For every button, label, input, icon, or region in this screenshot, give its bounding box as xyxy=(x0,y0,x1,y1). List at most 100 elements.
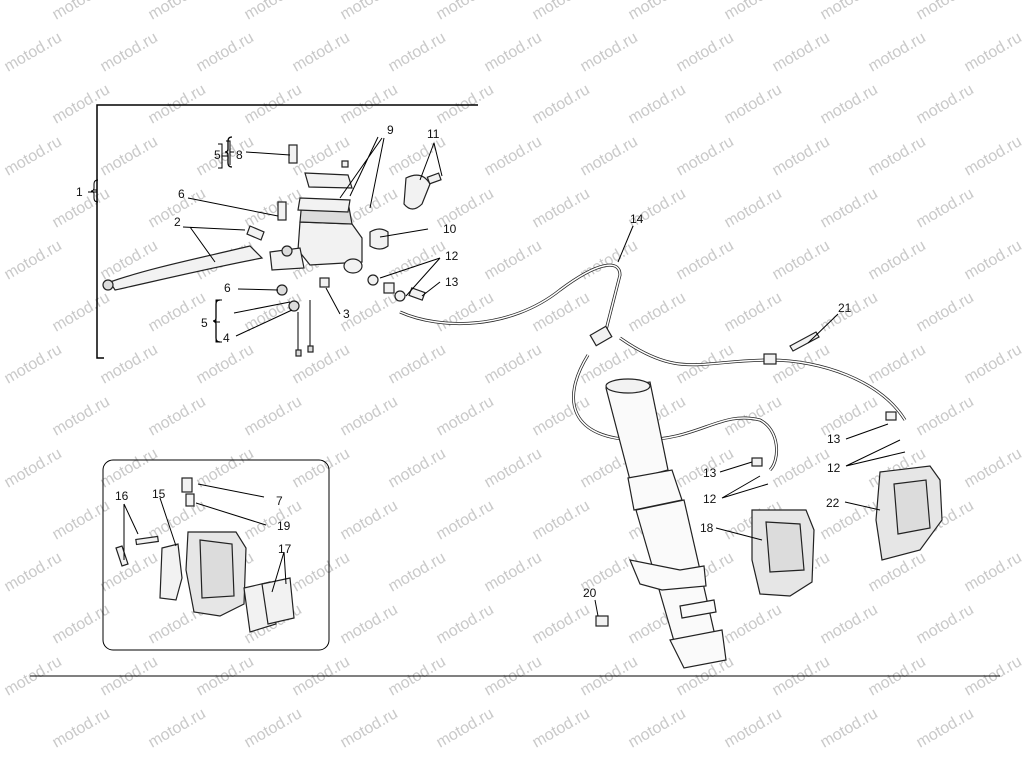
watermark-text: motod.ru xyxy=(242,393,305,439)
callout-1: 1 xyxy=(76,185,83,199)
watermark-text: motod.ru xyxy=(98,29,161,75)
watermark-text: motod.ru xyxy=(386,445,449,491)
watermark-text: motod.ru xyxy=(578,29,641,75)
watermark-text: motod.ru xyxy=(146,393,209,439)
watermark-text: motod.ru xyxy=(338,601,401,647)
callout-21: 21 xyxy=(838,301,852,315)
watermark-text: motod.ru xyxy=(578,133,641,179)
watermark-text: motod.ru xyxy=(530,185,593,231)
watermark-text: motod.ru xyxy=(146,705,209,751)
watermark-text: motod.ru xyxy=(626,81,689,127)
watermark-text: motod.ru xyxy=(722,601,785,647)
watermark-text: motod.ru xyxy=(722,0,785,23)
watermark-text: motod.ru xyxy=(2,445,65,491)
watermark-text: motod.ru xyxy=(818,81,881,127)
watermark-text: motod.ru xyxy=(962,445,1024,491)
watermark-text: motod.ru xyxy=(866,29,929,75)
watermark-text: motod.ru xyxy=(98,445,161,491)
watermark-text: motod.ru xyxy=(530,393,593,439)
watermark-text: motod.ru xyxy=(914,393,977,439)
watermark-text: motod.ru xyxy=(866,133,929,179)
watermark-text: motod.ru xyxy=(530,497,593,543)
watermark-text: motod.ru xyxy=(962,29,1024,75)
callout-9: 9 xyxy=(387,123,394,137)
watermark-text: motod.ru xyxy=(482,237,545,283)
watermark-text: motod.ru xyxy=(866,237,929,283)
watermark-text: motod.ru xyxy=(530,0,593,23)
watermark-text: motod.ru xyxy=(722,289,785,335)
watermark-text: motod.ru xyxy=(962,133,1024,179)
watermark-text: motod.ru xyxy=(50,393,113,439)
brake-caliper-left xyxy=(752,510,814,596)
watermark-text: motod.ru xyxy=(674,29,737,75)
watermark-text: motod.ru xyxy=(482,445,545,491)
watermark-text: motod.ru xyxy=(482,341,545,387)
watermark-text: motod.ru xyxy=(818,705,881,751)
watermark-text: motod.ru xyxy=(914,705,977,751)
callout-17: 17 xyxy=(278,542,292,556)
watermark-text: motod.ru xyxy=(2,549,65,595)
callout-2: 2 xyxy=(174,215,181,229)
watermark-text: motod.ru xyxy=(242,185,305,231)
watermark-text: motod.ru xyxy=(386,341,449,387)
watermark-text: motod.ru xyxy=(722,705,785,751)
callout-12-top: 12 xyxy=(445,249,459,263)
watermark-text: motod.ru xyxy=(290,445,353,491)
watermark-text: motod.ru xyxy=(722,393,785,439)
callout-4: 4 xyxy=(223,331,230,345)
watermark-text: motod.ru xyxy=(962,549,1024,595)
watermark-text: motod.ru xyxy=(434,393,497,439)
watermark-text: motod.ru xyxy=(914,81,977,127)
watermark-text: motod.ru xyxy=(434,601,497,647)
watermark-text: motod.ru xyxy=(290,549,353,595)
watermark-text: motod.ru xyxy=(770,29,833,75)
watermark-text: motod.ru xyxy=(482,29,545,75)
watermark-text: motod.ru xyxy=(50,705,113,751)
watermark-text: motod.ru xyxy=(290,341,353,387)
watermark-text: motod.ru xyxy=(434,289,497,335)
callout-19: 19 xyxy=(277,519,291,533)
watermark-text: motod.ru xyxy=(674,133,737,179)
watermark-text: motod.ru xyxy=(626,0,689,23)
callout-3: 3 xyxy=(343,307,350,321)
callout-13-right-caliper: 13 xyxy=(827,432,841,446)
watermark-text: motod.ru xyxy=(722,185,785,231)
callout-18: 18 xyxy=(700,521,714,535)
watermark-text: motod.ru xyxy=(770,237,833,283)
watermark-text: motod.ru xyxy=(530,81,593,127)
watermark-text: motod.ru xyxy=(626,289,689,335)
watermark-text: motod.ru xyxy=(338,497,401,543)
watermark-text: motod.ru xyxy=(98,341,161,387)
watermark-layer: motod.ru motod.ru motod.ru motod.ru motod.ru… xyxy=(2,0,1024,751)
watermark-text: motod.ru xyxy=(50,289,113,335)
watermark-text: motod.ru xyxy=(818,185,881,231)
watermark-text: motod.ru xyxy=(146,289,209,335)
brake-caliper-right xyxy=(876,466,942,560)
watermark-text: motod.ru xyxy=(914,601,977,647)
callout-5-top: 5 xyxy=(214,148,221,162)
watermark-text: motod.ru xyxy=(194,341,257,387)
callout-6-bottom: 6 xyxy=(224,281,231,295)
callout-8: 8 xyxy=(236,148,243,162)
callout-15: 15 xyxy=(152,487,166,501)
watermark-text: motod.ru xyxy=(482,549,545,595)
watermark-text: motod.ru xyxy=(2,237,65,283)
watermark-text: motod.ru xyxy=(194,29,257,75)
watermark-text: motod.ru xyxy=(770,133,833,179)
watermark-text: motod.ru xyxy=(530,289,593,335)
watermark-text: motod.ru xyxy=(386,549,449,595)
master-cylinder xyxy=(270,173,362,273)
watermark-text: motod.ru xyxy=(338,393,401,439)
callout-12-left-caliper: 12 xyxy=(703,492,717,506)
callout-20: 20 xyxy=(583,586,597,600)
watermark-text: motod.ru xyxy=(98,549,161,595)
watermark-text: motod.ru xyxy=(338,0,401,23)
watermark-text: motod.ru xyxy=(962,341,1024,387)
watermark-text: motod.ru xyxy=(242,0,305,23)
callout-7: 7 xyxy=(276,494,283,508)
callout-14: 14 xyxy=(630,212,644,226)
watermark-text: motod.ru xyxy=(578,237,641,283)
watermark-text: motod.ru xyxy=(338,705,401,751)
callout-13-top: 13 xyxy=(445,275,459,289)
